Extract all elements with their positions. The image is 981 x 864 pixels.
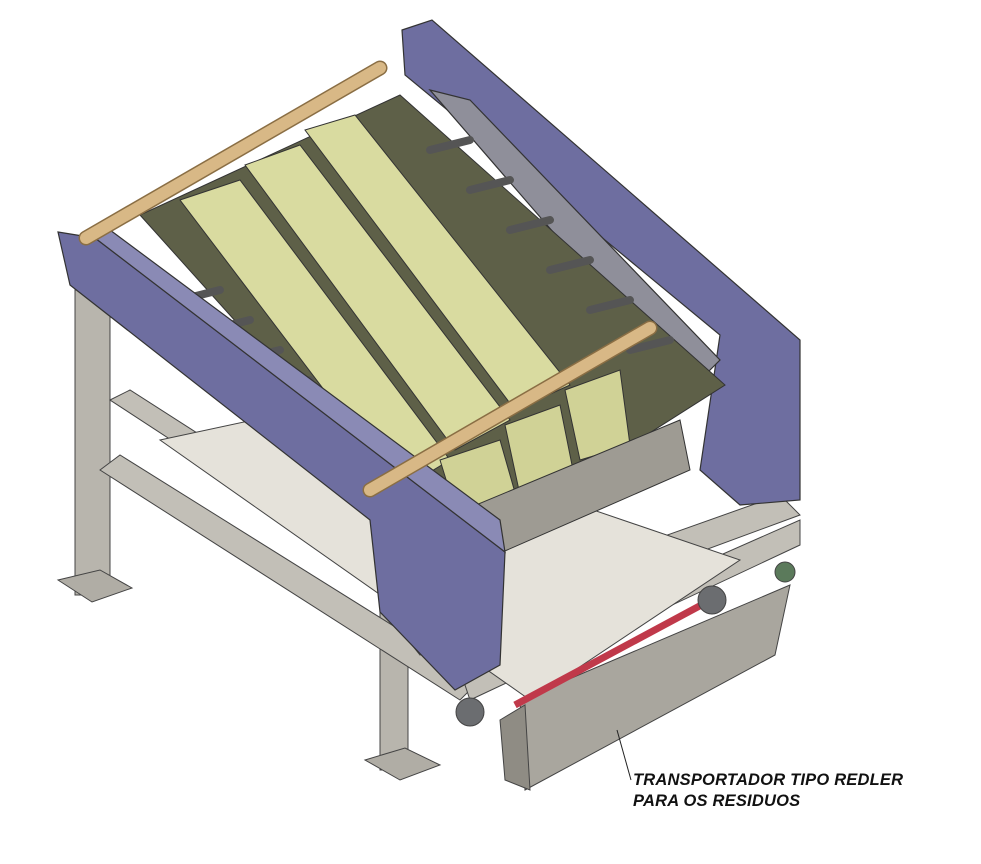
leader-line [616, 729, 632, 781]
drive-shaft [513, 591, 722, 709]
rollers [78, 60, 658, 498]
support-legs [56, 289, 442, 781]
annotation-line-1: TRANSPORTADOR TIPO REDLER [633, 771, 904, 789]
annotation-line-2: PARA OS RESIDUOS [633, 792, 801, 810]
